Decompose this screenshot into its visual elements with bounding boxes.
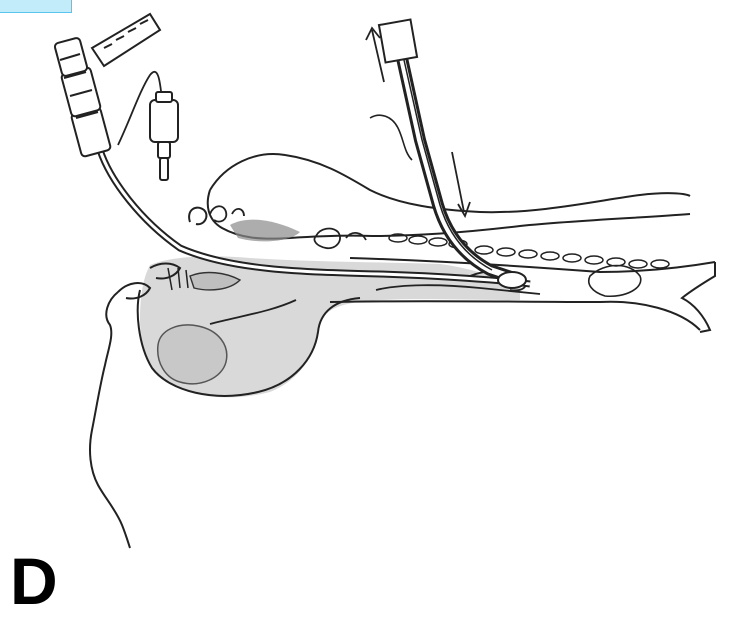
down-arrow-icon	[452, 152, 470, 216]
nasal-cavity	[210, 154, 690, 212]
tube-cuff	[498, 272, 526, 288]
neck-back	[372, 214, 690, 236]
connector-clip	[92, 14, 160, 66]
nostril	[189, 208, 206, 225]
soft-palate	[314, 229, 340, 249]
trachea-end	[682, 262, 715, 332]
tongue-lobe	[158, 325, 227, 384]
tube-cap	[379, 20, 417, 63]
vocal-region	[589, 266, 641, 297]
vertical-tube	[402, 58, 520, 280]
turbinate-small	[232, 209, 244, 216]
stylet-wire	[370, 115, 412, 160]
pilot-balloon	[150, 92, 178, 180]
panel-label: D	[10, 548, 58, 614]
vertebrae	[389, 234, 669, 268]
face-profile	[90, 292, 130, 548]
